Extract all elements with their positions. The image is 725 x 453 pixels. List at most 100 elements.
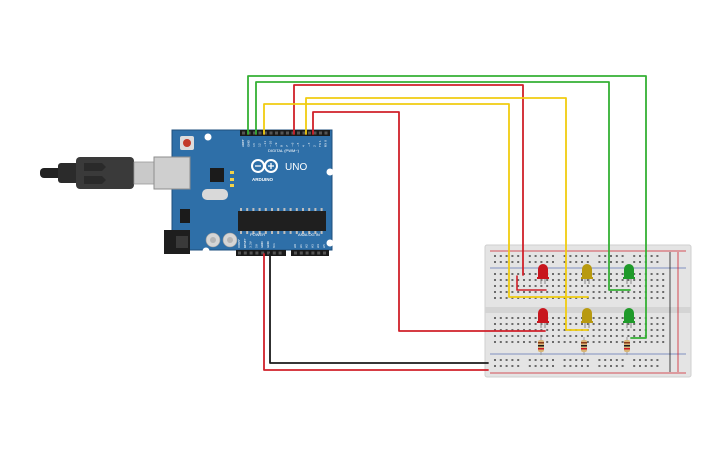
- breadboard-hole[interactable]: [499, 255, 502, 257]
- header-hole[interactable]: [308, 131, 311, 135]
- breadboard-hole[interactable]: [575, 273, 578, 275]
- breadboard-hole[interactable]: [598, 291, 601, 293]
- breadboard-hole[interactable]: [639, 365, 641, 367]
- breadboard-hole[interactable]: [650, 255, 653, 257]
- breadboard-hole[interactable]: [592, 329, 595, 331]
- breadboard-hole[interactable]: [499, 285, 502, 287]
- breadboard-hole[interactable]: [511, 323, 514, 325]
- breadboard-hole[interactable]: [523, 285, 525, 287]
- red-led[interactable]: [537, 264, 549, 284]
- red-led[interactable]: [537, 308, 549, 328]
- breadboard-hole[interactable]: [517, 285, 520, 287]
- breadboard-hole[interactable]: [511, 329, 514, 331]
- breadboard-hole[interactable]: [656, 335, 659, 337]
- breadboard-hole[interactable]: [633, 285, 636, 287]
- breadboard-hole[interactable]: [621, 273, 624, 275]
- breadboard-hole[interactable]: [494, 273, 496, 275]
- breadboard-hole[interactable]: [650, 279, 653, 281]
- breadboard-hole[interactable]: [575, 291, 578, 293]
- breadboard-hole[interactable]: [633, 365, 636, 367]
- breadboard-hole[interactable]: [604, 359, 607, 361]
- breadboard-hole[interactable]: [499, 297, 502, 299]
- breadboard-hole[interactable]: [505, 273, 508, 275]
- breadboard-hole[interactable]: [511, 317, 514, 319]
- breadboard-hole[interactable]: [639, 359, 641, 361]
- breadboard-hole[interactable]: [505, 317, 508, 319]
- breadboard-hole[interactable]: [662, 335, 665, 337]
- breadboard-hole[interactable]: [592, 273, 595, 275]
- breadboard-hole[interactable]: [633, 341, 636, 343]
- breadboard-hole[interactable]: [598, 335, 601, 337]
- green-led[interactable]: [623, 264, 635, 284]
- breadboard-hole[interactable]: [586, 323, 589, 325]
- breadboard-hole[interactable]: [528, 297, 531, 299]
- breadboard-hole[interactable]: [499, 365, 502, 367]
- breadboard-hole[interactable]: [586, 279, 589, 281]
- breadboard-hole[interactable]: [534, 255, 537, 257]
- breadboard-hole[interactable]: [494, 261, 496, 263]
- breadboard-hole[interactable]: [610, 285, 612, 287]
- header-hole[interactable]: [255, 251, 259, 255]
- breadboard-hole[interactable]: [650, 291, 653, 293]
- breadboard-hole[interactable]: [621, 359, 624, 361]
- breadboard-hole[interactable]: [569, 261, 572, 263]
- breadboard-hole[interactable]: [563, 335, 566, 337]
- breadboard-hole[interactable]: [656, 291, 659, 293]
- breadboard-hole[interactable]: [563, 273, 566, 275]
- breadboard-hole[interactable]: [615, 317, 618, 319]
- breadboard-hole[interactable]: [546, 323, 549, 325]
- breadboard-hole[interactable]: [639, 335, 641, 337]
- breadboard-hole[interactable]: [627, 323, 630, 325]
- breadboard-hole[interactable]: [662, 341, 665, 343]
- breadboard-hole[interactable]: [604, 323, 607, 325]
- breadboard-hole[interactable]: [505, 261, 508, 263]
- breadboard-hole[interactable]: [494, 359, 496, 361]
- header-hole[interactable]: [286, 131, 289, 135]
- breadboard-hole[interactable]: [581, 359, 583, 361]
- breadboard-hole[interactable]: [511, 359, 514, 361]
- wire-red-jumper[interactable]: [516, 275, 547, 291]
- breadboard-hole[interactable]: [615, 297, 618, 299]
- breadboard-hole[interactable]: [575, 255, 578, 257]
- breadboard-hole[interactable]: [557, 279, 560, 281]
- breadboard-hole[interactable]: [621, 279, 624, 281]
- breadboard-hole[interactable]: [563, 317, 566, 319]
- breadboard-hole[interactable]: [494, 291, 496, 293]
- breadboard-hole[interactable]: [615, 279, 618, 281]
- breadboard-hole[interactable]: [499, 317, 502, 319]
- breadboard-hole[interactable]: [511, 335, 514, 337]
- breadboard-hole[interactable]: [523, 329, 525, 331]
- breadboard-hole[interactable]: [552, 341, 554, 343]
- breadboard-hole[interactable]: [639, 291, 641, 293]
- breadboard-hole[interactable]: [540, 359, 543, 361]
- yellow-led[interactable]: [581, 308, 593, 328]
- breadboard-hole[interactable]: [610, 317, 612, 319]
- breadboard-hole[interactable]: [528, 261, 531, 263]
- breadboard-hole[interactable]: [656, 329, 659, 331]
- breadboard-hole[interactable]: [517, 329, 520, 331]
- breadboard-hole[interactable]: [534, 329, 537, 331]
- header-hole[interactable]: [299, 251, 303, 255]
- breadboard-hole[interactable]: [615, 255, 618, 257]
- breadboard-hole[interactable]: [552, 297, 554, 299]
- breadboard-hole[interactable]: [499, 273, 502, 275]
- header-hole[interactable]: [243, 251, 247, 255]
- breadboard-hole[interactable]: [621, 365, 624, 367]
- breadboard-hole[interactable]: [546, 279, 549, 281]
- breadboard-hole[interactable]: [604, 255, 607, 257]
- breadboard-hole[interactable]: [540, 291, 543, 293]
- breadboard-hole[interactable]: [581, 365, 583, 367]
- breadboard-hole[interactable]: [499, 323, 502, 325]
- breadboard-hole[interactable]: [650, 323, 653, 325]
- header-hole[interactable]: [267, 251, 270, 255]
- breadboard-hole[interactable]: [662, 273, 665, 275]
- breadboard-hole[interactable]: [534, 291, 537, 293]
- header-hole[interactable]: [311, 251, 315, 255]
- breadboard-hole[interactable]: [569, 291, 572, 293]
- breadboard-hole[interactable]: [592, 285, 595, 287]
- breadboard-hole[interactable]: [662, 285, 665, 287]
- breadboard-hole[interactable]: [581, 335, 583, 337]
- breadboard-hole[interactable]: [639, 279, 641, 281]
- breadboard-hole[interactable]: [621, 297, 624, 299]
- breadboard-hole[interactable]: [569, 317, 572, 319]
